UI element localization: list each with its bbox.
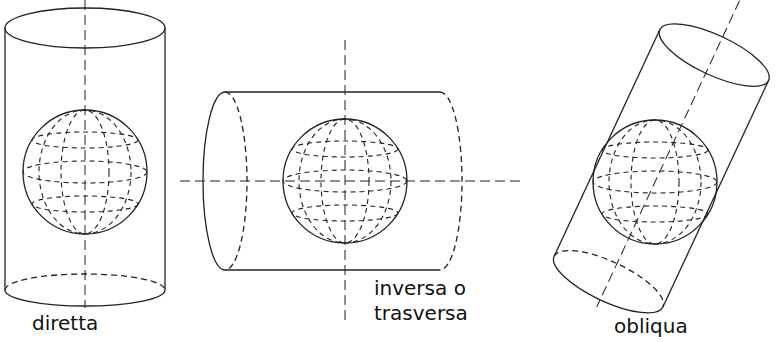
- projection-label: obliqua: [612, 314, 690, 339]
- oblique-cylinder: [542, 0, 776, 332]
- projection-label: inversa o trasversa: [372, 276, 494, 326]
- direct-cylinder: [5, 0, 165, 308]
- globe: [283, 119, 407, 243]
- projection-label: diretta: [30, 311, 100, 336]
- globe: [593, 120, 717, 244]
- globe: [23, 110, 147, 234]
